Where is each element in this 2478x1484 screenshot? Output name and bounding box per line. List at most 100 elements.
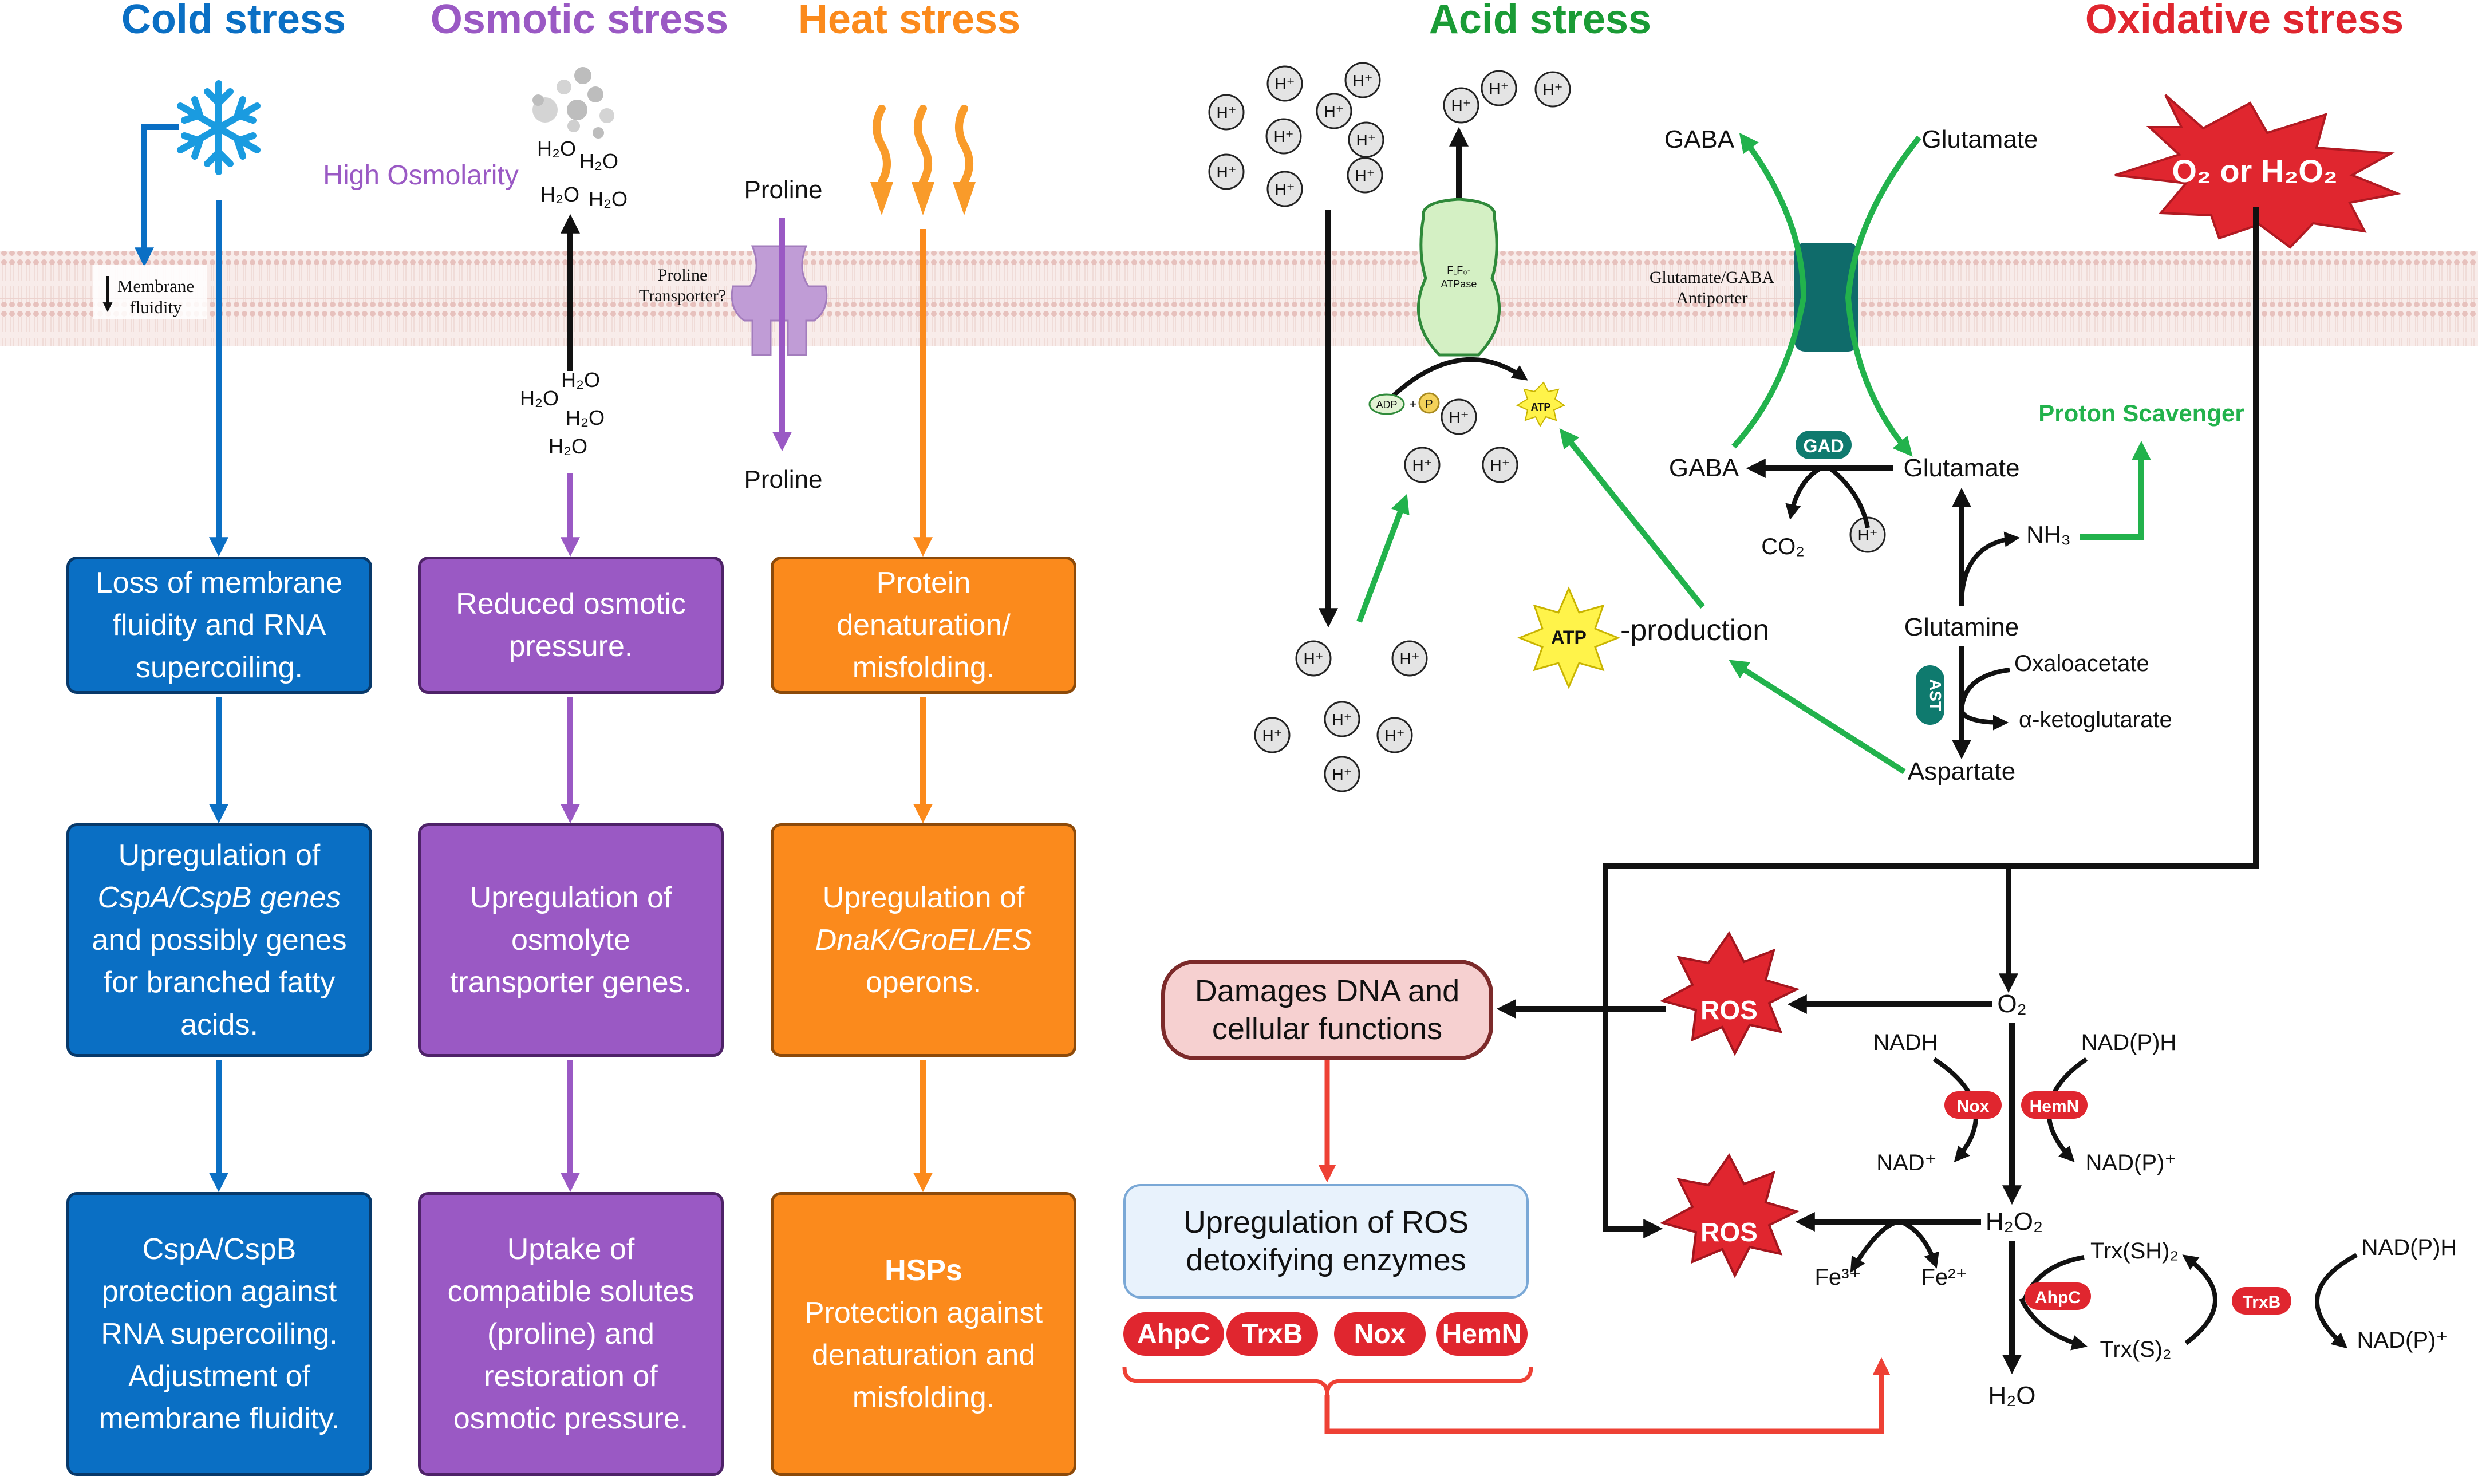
proton-icon: H⁺ — [1208, 94, 1245, 131]
svg-text:H⁺: H⁺ — [1858, 526, 1878, 544]
osmotic-box-1: Reduced osmotic pressure. — [418, 556, 724, 694]
glutamate-top-label: Glutamate — [1922, 125, 2038, 153]
snowflake-icon — [177, 80, 261, 175]
solute-particles-icon — [532, 67, 614, 139]
proton-icon: H⁺ — [1295, 640, 1332, 677]
enzymes-to-oxidative-pathway-arrow — [1324, 1357, 1891, 1434]
oxidant-entry-line — [1603, 207, 2259, 1239]
water-label: H₂O — [589, 187, 628, 211]
svg-text:H⁺: H⁺ — [1262, 727, 1283, 744]
gaba-export-arrow — [1731, 132, 1807, 449]
osmotic-box-3: Uptake of compatible solutes (proline) a… — [418, 1192, 724, 1476]
proton-scavenger-arrow — [2080, 440, 2152, 540]
svg-text:H⁺: H⁺ — [1304, 650, 1324, 668]
enzyme-pill-nox: Nox — [1334, 1312, 1426, 1356]
svg-text:TrxB: TrxB — [1242, 1319, 1303, 1349]
membrane-fluidity-label: Membrane fluidity — [93, 265, 207, 319]
svg-text:H⁺: H⁺ — [1332, 711, 1352, 728]
proton-icon: H⁺ — [1348, 121, 1384, 158]
water-label: H₂O — [561, 368, 600, 392]
antiporter-label: Glutamate/GABA — [1650, 268, 1775, 287]
ketoglutarate-arc — [1959, 709, 2009, 731]
proton-icon: H⁺ — [1849, 516, 1886, 553]
o2-label: O₂ — [1997, 990, 2026, 1018]
proton-icon: H⁺ — [1482, 447, 1518, 483]
proton-icon: H⁺ — [1324, 756, 1360, 792]
svg-text:ATP: ATP — [1551, 627, 1587, 648]
fe2-arc — [1900, 1219, 1939, 1269]
svg-text:H⁺: H⁺ — [1412, 456, 1433, 474]
proton-icon: H⁺ — [1266, 65, 1303, 102]
oxidative-trigger-starburst — [2114, 94, 2402, 249]
svg-text:H⁺: H⁺ — [1217, 163, 1237, 181]
proton-icon: H⁺ — [1324, 701, 1360, 737]
proton-icon: H⁺ — [1391, 640, 1428, 677]
ammonia-release-arrow — [1959, 531, 2021, 605]
svg-text:Nox: Nox — [1354, 1319, 1406, 1349]
ros-label: ROS — [1700, 1217, 1758, 1247]
svg-text:H⁺: H⁺ — [1353, 72, 1373, 89]
atpase-icon: F₁F₀- ATPase — [1416, 198, 1501, 357]
upregulation-ros-box: Upregulation of ROS detoxifying enzymes — [1123, 1184, 1529, 1298]
fe2-label: Fe²⁺ — [1921, 1265, 1967, 1290]
nox-enzyme-badge: Nox — [1944, 1091, 2002, 1119]
proton-icon: H⁺ — [1347, 157, 1383, 194]
oxidative-stress-header: Oxidative stress — [2085, 0, 2404, 42]
svg-text:H⁺: H⁺ — [1275, 180, 1295, 198]
proline-transporter-label: Proline — [658, 266, 708, 285]
damage-box: Damages DNA and cellular functions — [1161, 960, 1493, 1060]
glutamate-import-arrow — [1845, 135, 1921, 457]
heat-box-3: HSPs Protection against denaturation and… — [771, 1192, 1076, 1476]
svg-text:+: + — [1410, 397, 1417, 411]
trx-sh2-label: Trx(SH)₂ — [2090, 1238, 2179, 1264]
ros-starburst-icon — [1659, 931, 1800, 1056]
cold-box-1: Loss of membrane fluidity and RNA superc… — [66, 556, 372, 694]
proton-icon: H⁺ — [1376, 717, 1413, 753]
trxb-enzyme-badge: TrxB — [2232, 1287, 2291, 1315]
oxaloacetate-arc — [1959, 668, 2010, 711]
svg-text:H⁺: H⁺ — [1355, 167, 1375, 184]
glutamate-label: Glutamate — [1904, 454, 2020, 482]
cold-box-3: CspA/CspB protection against RNA superco… — [66, 1192, 372, 1476]
water-label: H₂O — [549, 435, 587, 458]
proton-icon: H⁺ — [1344, 62, 1381, 98]
svg-text:TrxB: TrxB — [2243, 1293, 2281, 1312]
co2-label: CO₂ — [1761, 534, 1805, 559]
enzyme-pill-trxb: TrxB — [1226, 1312, 1318, 1356]
svg-text:ATPase: ATPase — [1441, 278, 1477, 290]
svg-text:F₁F₀-: F₁F₀- — [1447, 265, 1471, 276]
svg-text:H⁺: H⁺ — [1356, 131, 1376, 149]
fe3-label: Fe³⁺ — [1814, 1265, 1861, 1290]
water-label: H₂O — [540, 183, 579, 206]
nadph-cofactor-arc — [2315, 1253, 2358, 1349]
cold-box-2: Upregulation of CspA/CspB genes and poss… — [66, 823, 372, 1057]
water-label: H₂O — [566, 406, 605, 429]
oxidative-trigger-label: O₂ or H₂O₂ — [2172, 153, 2337, 189]
proton-icon: H⁺ — [1265, 118, 1302, 155]
atp-to-atpase-arrow — [1559, 428, 1705, 609]
svg-text:AhpC: AhpC — [1137, 1319, 1210, 1349]
proton-icon: H⁺ — [1441, 398, 1477, 435]
heat-wave-icon — [873, 105, 973, 186]
water-label: H₂O — [579, 149, 618, 173]
svg-text:Membrane: Membrane — [117, 276, 194, 296]
proton-scavenger-label: Proton Scavenger — [2038, 400, 2244, 427]
svg-text:H⁺: H⁺ — [1217, 104, 1237, 121]
svg-text:AST: AST — [1927, 679, 1944, 711]
cold-stress-header: Cold stress — [121, 0, 346, 42]
adp-pi-label: ADP + P — [1368, 392, 1440, 415]
high-osmolarity-label: High Osmolarity — [323, 160, 518, 191]
proline-bottom-label: Proline — [744, 465, 823, 494]
glutamine-label: Glutamine — [1904, 613, 2019, 641]
proton-icon: H⁺ — [1481, 70, 1517, 106]
proton-icon: H⁺ — [1316, 93, 1352, 129]
svg-text:H⁺: H⁺ — [1451, 97, 1471, 115]
proton-icon: H⁺ — [1534, 71, 1571, 108]
trxb-regeneration-arc — [2182, 1254, 2217, 1345]
antiporter-icon — [1794, 243, 1858, 352]
h2o2-label: H₂O₂ — [1986, 1207, 2043, 1236]
trx-oxidized-arc — [2019, 1297, 2088, 1351]
svg-text:HemN: HemN — [2030, 1097, 2080, 1116]
